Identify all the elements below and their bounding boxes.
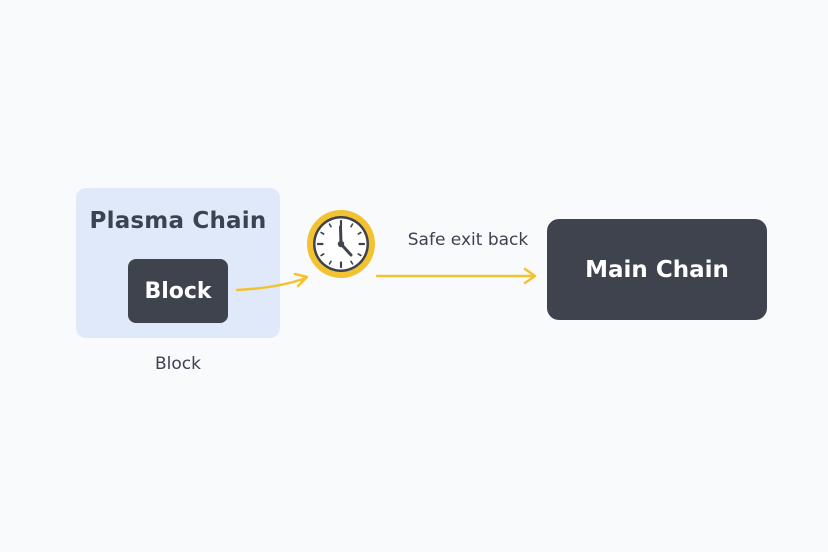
block-caption: Block: [155, 354, 201, 374]
main-chain-box: Main Chain: [547, 219, 767, 320]
arrowhead-clock-to-main: [523, 267, 537, 285]
plasma-block: Block: [128, 259, 228, 323]
plasma-block-label: Block: [144, 278, 212, 304]
main-chain-label: Main Chain: [585, 256, 729, 283]
safe-exit-label: Safe exit back: [407, 230, 529, 250]
clock-icon: [307, 210, 375, 278]
plasma-chain-title: Plasma Chain: [89, 208, 267, 234]
